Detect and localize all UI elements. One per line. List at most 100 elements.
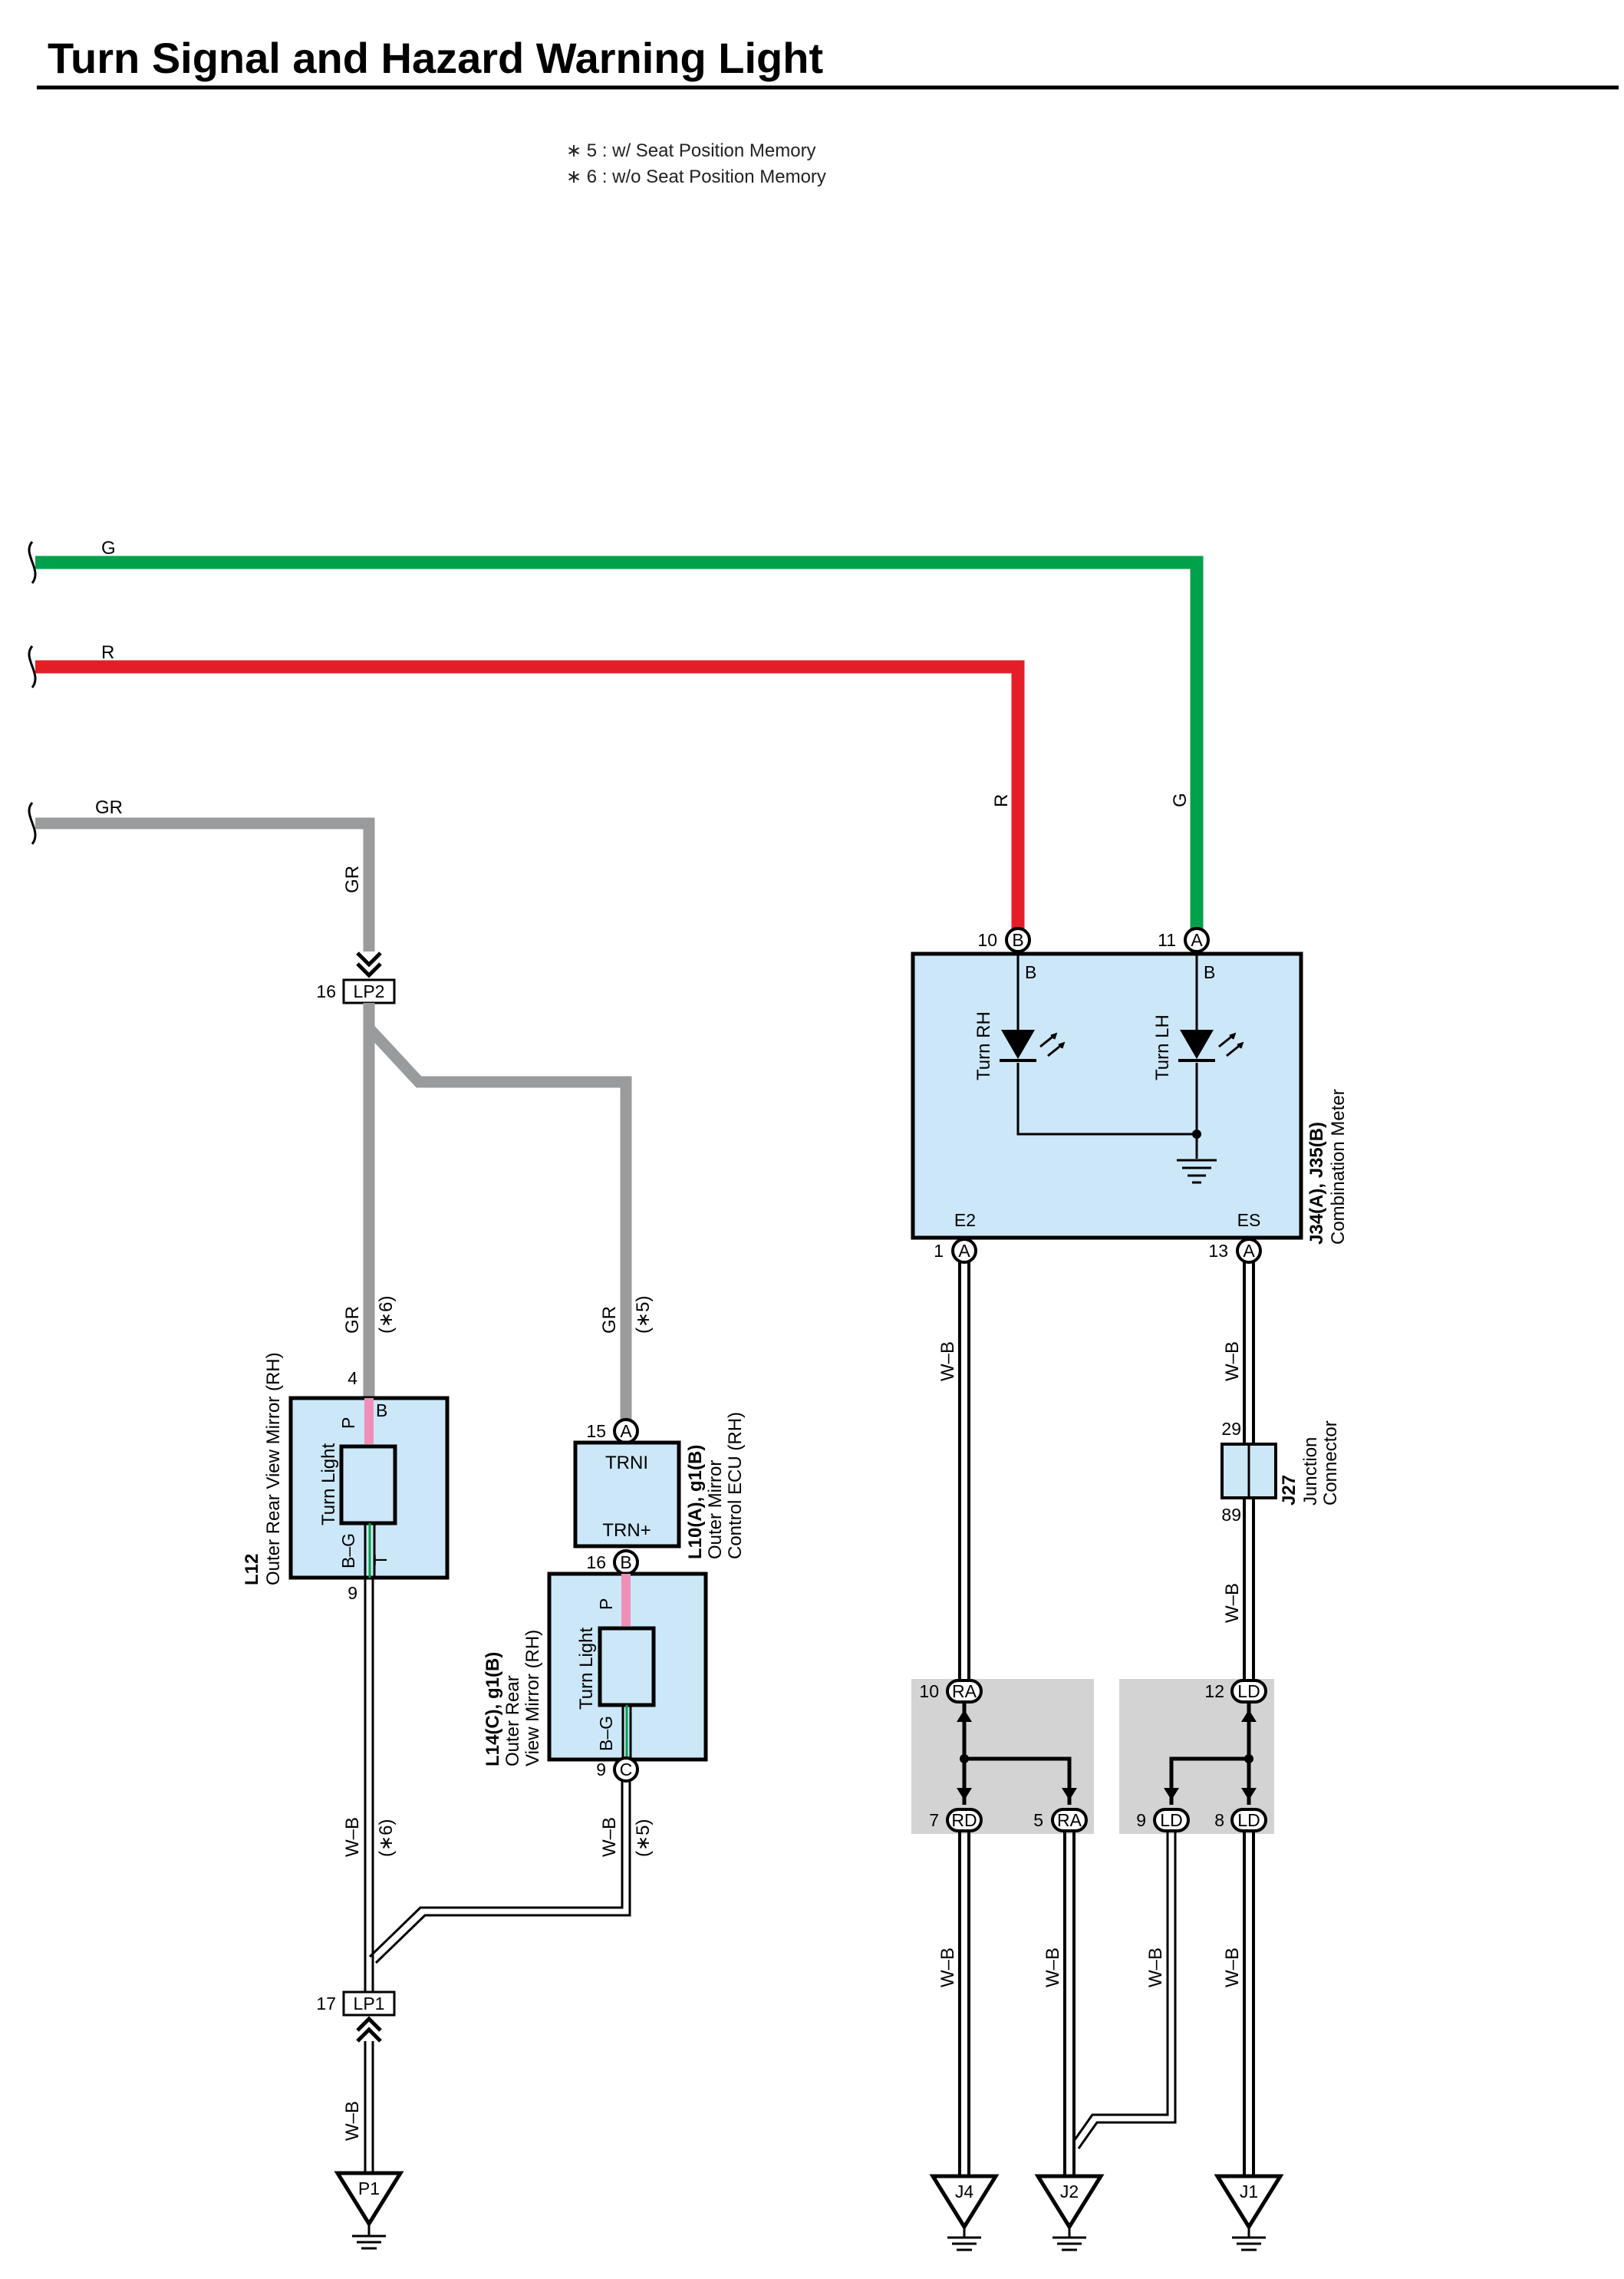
l12-t-label: T	[371, 1555, 390, 1565]
l10-pin15-conn: A	[620, 1421, 632, 1441]
ground-j1	[1214, 2174, 1284, 2231]
meter-pin1: 1	[934, 1241, 944, 1261]
lp2-arrow-icon	[356, 952, 382, 978]
meter-pin13-conn: A	[1243, 1241, 1255, 1261]
wire-g	[35, 556, 1204, 928]
splice-ra-bl: RD	[951, 1810, 977, 1830]
meter-pin1-conn: A	[958, 1241, 970, 1261]
splice-ra-down-arrow-left-icon	[957, 1788, 972, 1800]
j27-desc-1: Junction	[1300, 1437, 1321, 1506]
splice-ra-top: RA	[952, 1681, 977, 1701]
ground-j4	[929, 2174, 1000, 2231]
l10-pin16: 16	[586, 1552, 606, 1572]
wire-g-label: G	[101, 538, 116, 559]
l14-desc-1: Outer Rear	[502, 1675, 523, 1766]
splice-ra-bl-pin: 7	[929, 1810, 939, 1830]
meter-ground-icon	[1177, 1159, 1217, 1184]
turn-rh-label: Turn RH	[973, 1011, 994, 1080]
ground-j2-label: J2	[1060, 2182, 1079, 2201]
note-6: ∗ 6 : w/o Seat Position Memory	[566, 167, 826, 187]
l12-turn-light-bulb	[339, 1444, 397, 1525]
meter-pin11: 11	[1158, 930, 1176, 950]
wire-wb-j1-label: W–B	[1222, 1948, 1243, 1987]
splice-ld-up-arrow-icon	[1241, 1710, 1257, 1722]
lp1-connector	[342, 1990, 396, 2017]
lp1-pin: 17	[316, 1994, 336, 2014]
j27-pin29: 29	[1221, 1419, 1241, 1439]
l10-desc-2: Control ECU (RH)	[725, 1412, 746, 1559]
splice-ld-top-pin: 12	[1204, 1681, 1224, 1701]
l10-pin16-conn: B	[620, 1552, 631, 1572]
lp1-id: LP1	[354, 1994, 385, 2014]
meter-junction-dot	[1192, 1130, 1201, 1139]
wire-wb-e2-label: W–B	[937, 1341, 958, 1381]
meter-pin10-conn: B	[1012, 930, 1023, 950]
wire-g-label-vertical: G	[1170, 793, 1191, 807]
meter-pin11-conn: A	[1191, 930, 1203, 950]
turn-lh-led-icon	[1180, 1030, 1214, 1059]
splice-ra-up-arrow-icon	[957, 1710, 972, 1722]
splice-ra-junction-dot	[960, 1754, 969, 1763]
l14-turn-light-bulb	[598, 1626, 656, 1707]
wire-wb-p1-label: W–B	[342, 2101, 363, 2141]
splice-ld-top: LD	[1237, 1681, 1260, 1701]
splice-ld-bl: LD	[1160, 1810, 1182, 1830]
l14-pink-lead	[621, 1574, 631, 1626]
l12-b-label: B	[376, 1400, 387, 1420]
meter-rh-b-label: B	[1025, 962, 1036, 982]
splice-ra-top-pin: 10	[919, 1681, 939, 1701]
splice-ld-br-pin: 8	[1214, 1810, 1224, 1830]
wire-break-g	[28, 541, 37, 584]
page-title: Turn Signal and Hazard Warning Light	[48, 34, 823, 82]
splice-ld-down-arrow-left-icon	[1164, 1788, 1179, 1800]
wire-wb-j4-label: W–B	[937, 1948, 958, 1987]
meter-es-label: ES	[1237, 1210, 1261, 1230]
l10-trn-plus: TRN+	[602, 1520, 651, 1541]
l14-pin9: 9	[596, 1760, 606, 1779]
meter-desc: Combination Meter	[1328, 1089, 1349, 1245]
meter-internal-wiring	[1016, 952, 1198, 1159]
splice-ld-junction-dot	[1244, 1754, 1253, 1763]
ground-j4-icon	[947, 2227, 981, 2251]
wire-wb-l12-option: (∗6)	[376, 1819, 397, 1857]
wire-gr-l10	[364, 1024, 632, 1421]
ground-p1	[334, 2171, 404, 2228]
wire-gr-l10-label: GR	[599, 1306, 620, 1334]
l12-p-label: P	[338, 1417, 358, 1429]
wire-wb-j2-label: W–B	[1043, 1948, 1063, 1987]
turn-lh-label: Turn LH	[1152, 1014, 1173, 1080]
j27-pin89: 89	[1221, 1505, 1241, 1525]
j27-desc-2: Connector	[1320, 1420, 1341, 1506]
wire-wb-j27-label: W–B	[1222, 1583, 1243, 1623]
l12-turn-light-label: Turn Light	[318, 1443, 339, 1526]
wire-wb-es-label: W–B	[1222, 1341, 1243, 1381]
l10-pin15: 15	[586, 1421, 606, 1441]
wire-gr-top	[35, 817, 375, 952]
l14-turn-light-label: Turn Light	[576, 1628, 597, 1710]
meter-box	[911, 952, 1303, 1240]
wire-r	[35, 660, 1025, 928]
meter-pin10: 10	[977, 930, 997, 950]
note-5: ∗ 5 : w/ Seat Position Memory	[566, 140, 816, 161]
wire-wb-ld-label: W–B	[1145, 1948, 1166, 1987]
wire-gr-l10-option: (∗5)	[633, 1296, 654, 1334]
turn-rh-led-icon	[1001, 1030, 1035, 1059]
l14-pin9-conn: C	[620, 1760, 633, 1779]
wire-wb-l12-label: W–B	[342, 1817, 363, 1857]
wire-wb-ld-bend-a	[1072, 1831, 1169, 2142]
l12-bg-label: B–G	[338, 1533, 358, 1568]
l12-pin-top: 4	[348, 1368, 357, 1388]
wire-r-label: R	[101, 642, 114, 663]
meter-pin1-connector	[951, 1238, 977, 1264]
ground-p1-icon	[352, 2224, 386, 2250]
ground-j1-label: J1	[1240, 2182, 1258, 2201]
wire-gr-l12-label: GR	[342, 1306, 363, 1334]
l10-trni: TRNI	[605, 1453, 648, 1473]
lp1-arrow-icon	[356, 2016, 382, 2043]
splice-ra-br-connector	[1051, 1808, 1088, 1832]
meter-name: J34(A), J35(B)	[1306, 1122, 1327, 1245]
wire-break-gr	[28, 802, 37, 845]
ground-j1-icon	[1232, 2227, 1266, 2251]
l12-name: L12	[242, 1554, 262, 1585]
